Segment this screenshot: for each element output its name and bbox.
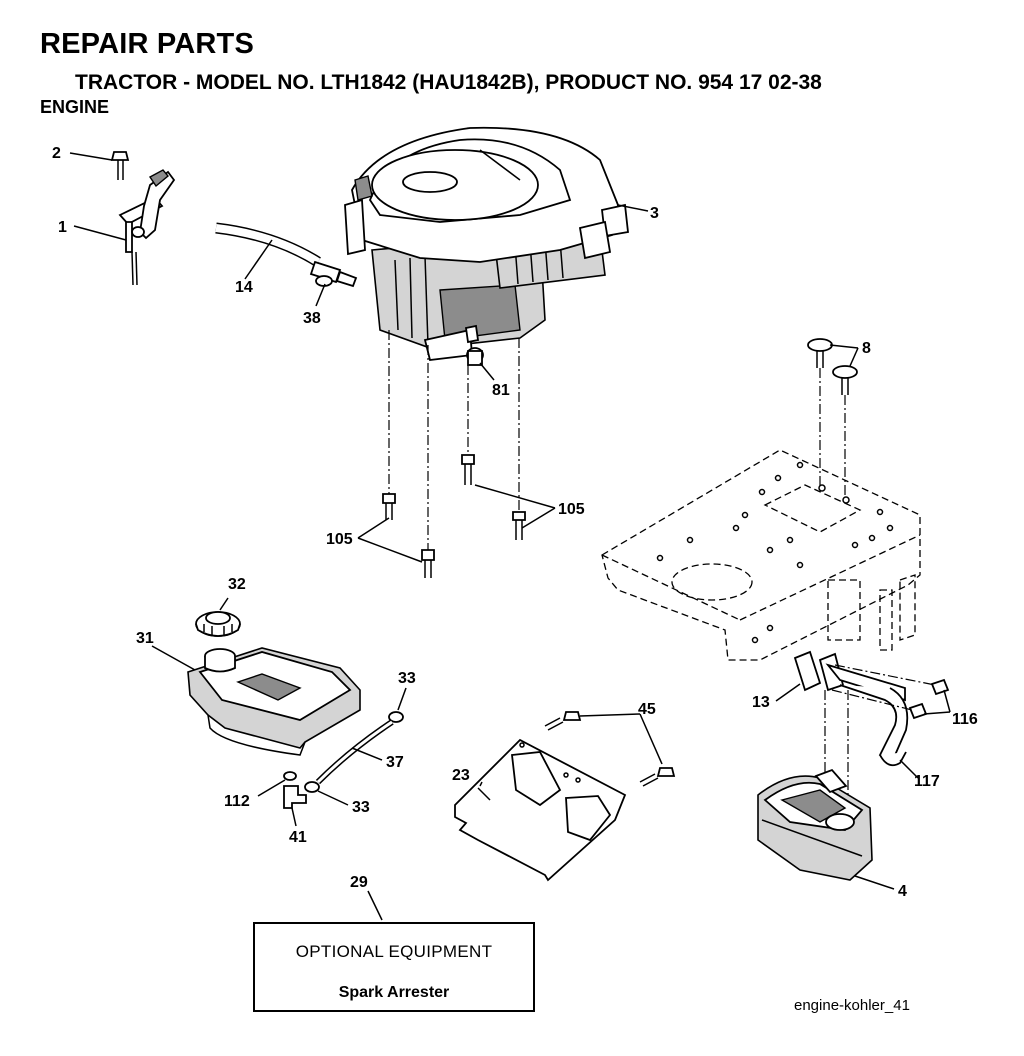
flange-bolts-part xyxy=(807,338,858,395)
callout-117: 117 xyxy=(914,773,940,790)
screw-part xyxy=(110,151,130,180)
callout-31: 31 xyxy=(136,630,154,647)
muffler-part xyxy=(757,768,873,881)
callout-32: 32 xyxy=(228,576,246,593)
fuel-line-part xyxy=(315,719,394,785)
bushing-part xyxy=(283,771,297,781)
fuel-hose-part xyxy=(215,222,321,267)
engine-part xyxy=(344,126,629,363)
callout-41: 41 xyxy=(289,829,307,846)
section-title: ENGINE xyxy=(40,97,110,117)
figure-code: engine-kohler_41 xyxy=(794,997,910,1014)
callout-29: 29 xyxy=(350,874,368,891)
callout-14: 14 xyxy=(235,279,253,296)
callout-33-lower: 33 xyxy=(352,799,370,816)
fuel-tank-part xyxy=(187,647,361,756)
page-title: REPAIR PARTS xyxy=(40,28,255,60)
callout-105-left: 105 xyxy=(326,531,353,548)
callout-45: 45 xyxy=(638,701,656,718)
callout-116: 116 xyxy=(952,711,978,728)
hose-clamp-part xyxy=(309,260,358,288)
callout-13: 13 xyxy=(752,694,770,711)
callout-labels: 1 2 3 4 8 13 14 23 29 31 32 33 33 37 38 … xyxy=(52,145,978,900)
callout-3: 3 xyxy=(650,205,659,222)
optional-equipment-heading: OPTIONAL EQUIPMENT xyxy=(295,942,493,961)
hose-clamp-lower-part xyxy=(304,781,320,793)
heat-shield-screws-part xyxy=(544,711,676,787)
fuel-tank-cap-part xyxy=(195,611,241,637)
elbow-fitting-part xyxy=(283,785,307,809)
heat-shield-part xyxy=(454,738,627,882)
callout-4: 4 xyxy=(898,883,907,900)
callout-2: 2 xyxy=(52,145,61,162)
mounting-bolts-part xyxy=(382,454,526,578)
exhaust-gaskets-part xyxy=(793,650,845,692)
callout-81: 81 xyxy=(492,382,510,399)
page-subtitle: TRACTOR - MODEL NO. LTH1842 (HAU1842B), … xyxy=(75,71,822,94)
callout-23: 23 xyxy=(452,767,470,784)
callout-1: 1 xyxy=(58,219,67,236)
callout-112: 112 xyxy=(224,793,250,810)
optional-equipment-box: OPTIONAL EQUIPMENT Spark Arrester xyxy=(253,922,535,1012)
exhaust-pipe-part xyxy=(825,663,909,767)
throttle-control-part xyxy=(118,169,176,286)
callout-105-right: 105 xyxy=(558,501,585,518)
callout-38: 38 xyxy=(303,310,321,327)
tractor-frame-part xyxy=(601,449,921,661)
callout-8: 8 xyxy=(862,340,871,357)
optional-equipment-item: Spark Arrester xyxy=(338,984,450,1001)
callout-37: 37 xyxy=(386,754,404,771)
leader-lines xyxy=(69,152,951,921)
bolt-part xyxy=(467,350,483,366)
callout-33-upper: 33 xyxy=(398,670,416,687)
hose-clamp-upper-part xyxy=(388,711,404,723)
